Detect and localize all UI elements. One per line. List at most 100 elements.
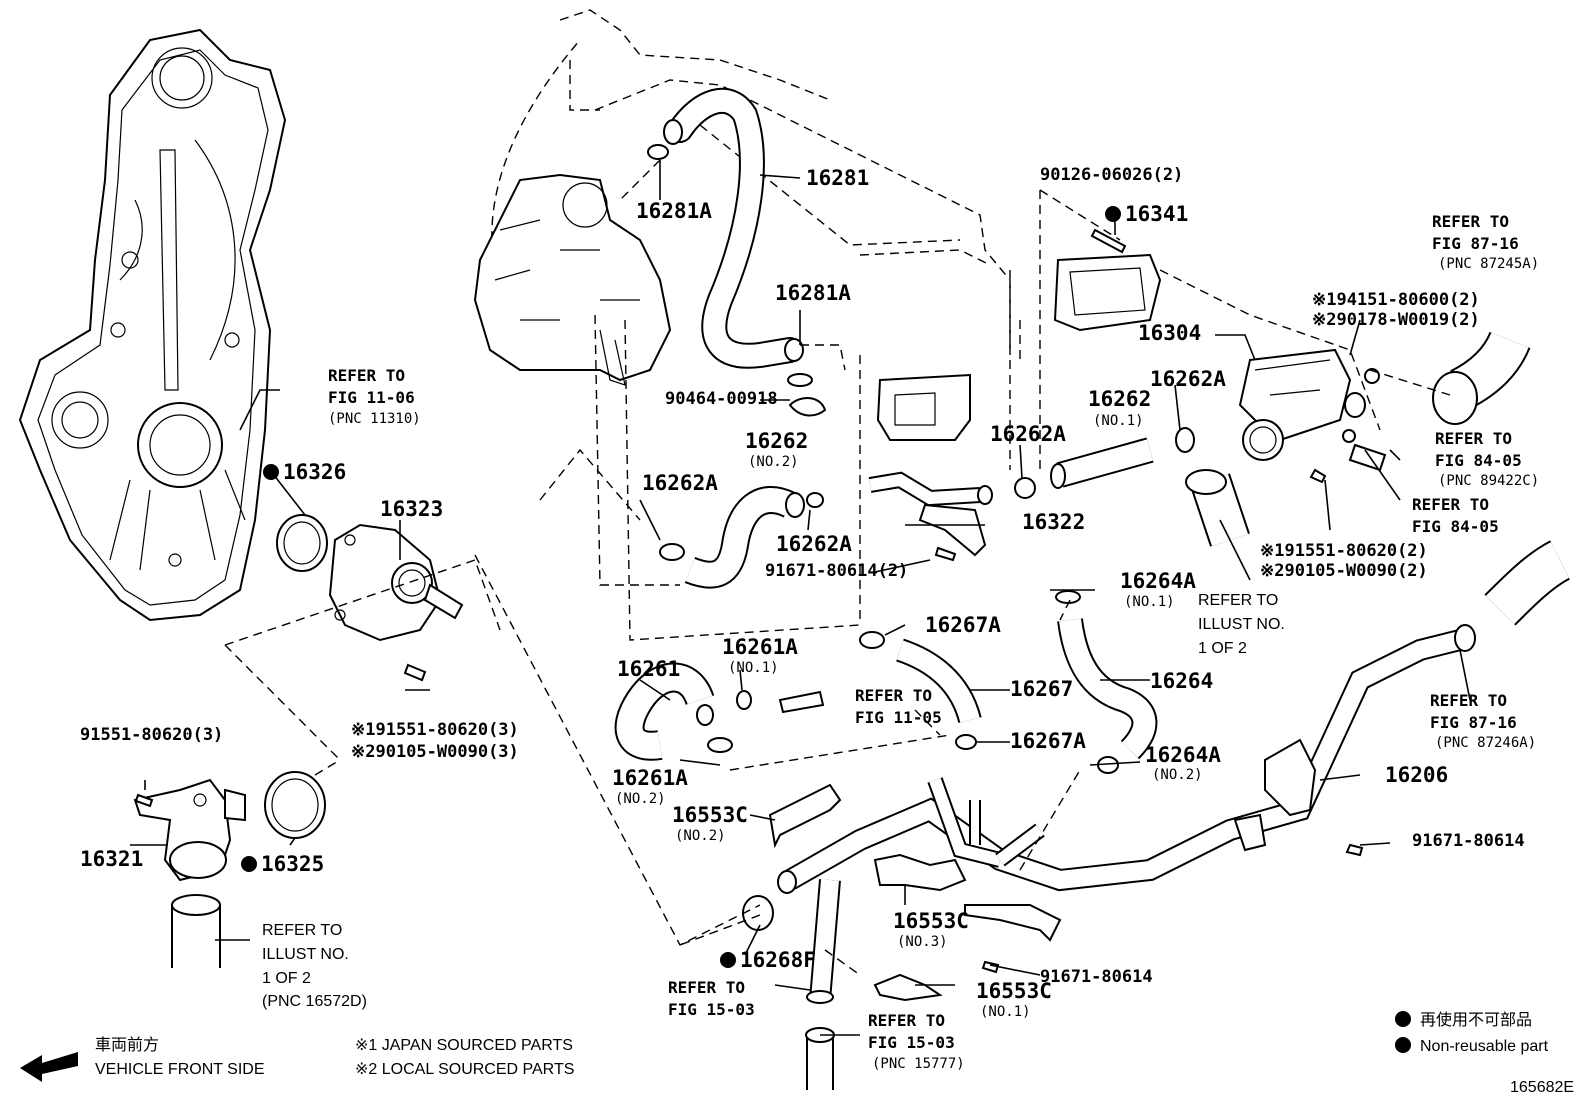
diagram-text: FIG 84-05 — [1435, 451, 1522, 470]
diagram-text: FIG 11-06 — [328, 388, 415, 407]
diagram-text: REFER TO — [328, 366, 405, 385]
label-16261: 16261 — [617, 657, 680, 681]
label-no2: (NO.2) — [675, 828, 726, 844]
label-note-191551-2: ※191551-80620(2) — [1260, 541, 1428, 561]
label-16268F: 16268F — [740, 948, 816, 972]
label-note-290105-3: ※290105-W0090(3) — [351, 742, 519, 762]
diagram-text: REFER TO — [1432, 212, 1509, 231]
diagram-text: FIG 84-05 — [1412, 517, 1499, 536]
label-16281A: 16281A — [636, 199, 712, 223]
label-16281A: 16281A — [775, 281, 851, 305]
pipe-16322 — [868, 471, 1036, 557]
label-16206: 16206 — [1385, 763, 1448, 787]
hose-16261 — [614, 662, 825, 761]
label-16267A: 16267A — [925, 613, 1001, 637]
label-91551: 91551-80620(3) — [80, 725, 223, 745]
water-outlet-16304 — [1238, 348, 1387, 472]
non-reusable-dot — [263, 464, 279, 480]
diagram-text: (PNC 87246A) — [1435, 735, 1536, 751]
label-16325: 16325 — [261, 852, 324, 876]
diagram-text: REFER TO — [868, 1011, 945, 1030]
label-16304: 16304 — [1138, 321, 1201, 345]
label-16326: 16326 — [283, 460, 346, 484]
non-reusable-dot — [241, 856, 257, 872]
diagram-text: REFER TO — [262, 922, 342, 939]
diagram-text: (PNC 11310) — [328, 411, 421, 427]
part-labels: 16281 16281A 16281A 90464-00918 16262 (N… — [80, 165, 1525, 1020]
label-16553C: 16553C — [672, 803, 748, 827]
hose-illust-ref — [1185, 469, 1250, 547]
legend-dot — [1395, 1011, 1411, 1027]
diagram-text: (PNC 87245A) — [1438, 256, 1539, 272]
label-16262: 16262 — [745, 429, 808, 453]
hose-16262-no1 — [1050, 427, 1195, 489]
legend-en: Non-reusable part — [1420, 1038, 1549, 1055]
diagram-text: ILLUST NO. — [1198, 616, 1285, 633]
label-16323: 16323 — [380, 497, 443, 521]
label-no1: (NO.1) — [980, 1004, 1031, 1020]
label-no1: (NO.1) — [1124, 594, 1175, 610]
vehicle-front-jp: 車両前方 — [95, 1036, 159, 1054]
label-16262A: 16262A — [1150, 367, 1226, 391]
note-japan-sourced: ※1 JAPAN SOURCED PARTS — [355, 1037, 573, 1054]
hose-16267 — [859, 631, 982, 750]
label-16267A: 16267A — [1010, 729, 1086, 753]
radiator-hose-right — [1432, 330, 1531, 425]
diagram-text: FIG 87-16 — [1430, 713, 1517, 732]
label-16553C: 16553C — [893, 909, 969, 933]
diagram-text: REFER TO — [1412, 495, 1489, 514]
label-16321: 16321 — [80, 847, 143, 871]
manifold-illustration — [473, 173, 672, 386]
diagram-text: 1 OF 2 — [1198, 640, 1247, 657]
water-inlet-16321 — [133, 771, 326, 968]
label-note-191551-3: ※191551-80620(3) — [351, 720, 519, 740]
label-16281: 16281 — [806, 166, 869, 190]
assembly-lines — [224, 159, 1451, 976]
label-90464: 90464-00918 — [665, 389, 778, 409]
clamp-16281A — [647, 144, 827, 417]
diagram-text: REFER TO — [1198, 592, 1278, 609]
lower-hose — [805, 1027, 835, 1090]
label-16262: 16262 — [1088, 387, 1151, 411]
label-16261A: 16261A — [722, 635, 798, 659]
label-no2: (NO.2) — [748, 454, 799, 470]
hose-16281 — [663, 87, 803, 369]
label-16262A: 16262A — [642, 471, 718, 495]
label-16262A: 16262A — [776, 532, 852, 556]
diagram-text: (PNC 89422C) — [1438, 473, 1539, 489]
non-reusable-dot — [1105, 206, 1121, 222]
label-16262A: 16262A — [990, 422, 1066, 446]
label-16553C: 16553C — [976, 979, 1052, 1003]
label-16264A: 16264A — [1120, 569, 1196, 593]
vehicle-front-en: VEHICLE FRONT SIDE — [95, 1061, 265, 1078]
label-no1: (NO.1) — [1093, 413, 1144, 429]
reference-notes: REFER TO FIG 11-06 (PNC 11310) REFER TO … — [262, 212, 1539, 1072]
diagram-code: 165682E — [1510, 1079, 1574, 1096]
label-no3: (NO.3) — [897, 934, 948, 950]
diagram-text: REFER TO — [855, 686, 932, 705]
note-local-sourced: ※2 LOCAL SOURCED PARTS — [355, 1061, 574, 1078]
label-16264: 16264 — [1150, 669, 1213, 693]
diagram-text: (PNC 15777) — [872, 1056, 965, 1072]
label-91671-80614: 91671-80614 — [1412, 831, 1525, 851]
label-16267: 16267 — [1010, 677, 1073, 701]
diagram-text: FIG 15-03 — [668, 1000, 755, 1019]
non-reusable-dot — [720, 952, 736, 968]
timing-chain-cover-illustration — [18, 28, 287, 622]
label-note-290105-2: ※290105-W0090(2) — [1260, 561, 1428, 581]
label-no2: (NO.2) — [1152, 767, 1203, 783]
legend-jp: 再使用不可部品 — [1420, 1011, 1532, 1029]
water-pump-16323 — [276, 514, 464, 682]
water-pipe-16206 — [742, 540, 1571, 1004]
bolts — [981, 468, 1364, 974]
label-no1: (NO.1) — [728, 660, 779, 676]
leader-lines — [130, 160, 1471, 1036]
diagram-text: ILLUST NO. — [262, 946, 349, 963]
label-note-290178: ※290178-W0019(2) — [1312, 310, 1480, 330]
diagram-text: (PNC 16572D) — [262, 993, 367, 1010]
label-16341: 16341 — [1125, 202, 1188, 226]
label-16261A: 16261A — [612, 766, 688, 790]
diagram-text: 1 OF 2 — [262, 970, 311, 987]
label-91671-80614: 91671-80614 — [1040, 967, 1153, 987]
diagram-text: REFER TO — [668, 978, 745, 997]
